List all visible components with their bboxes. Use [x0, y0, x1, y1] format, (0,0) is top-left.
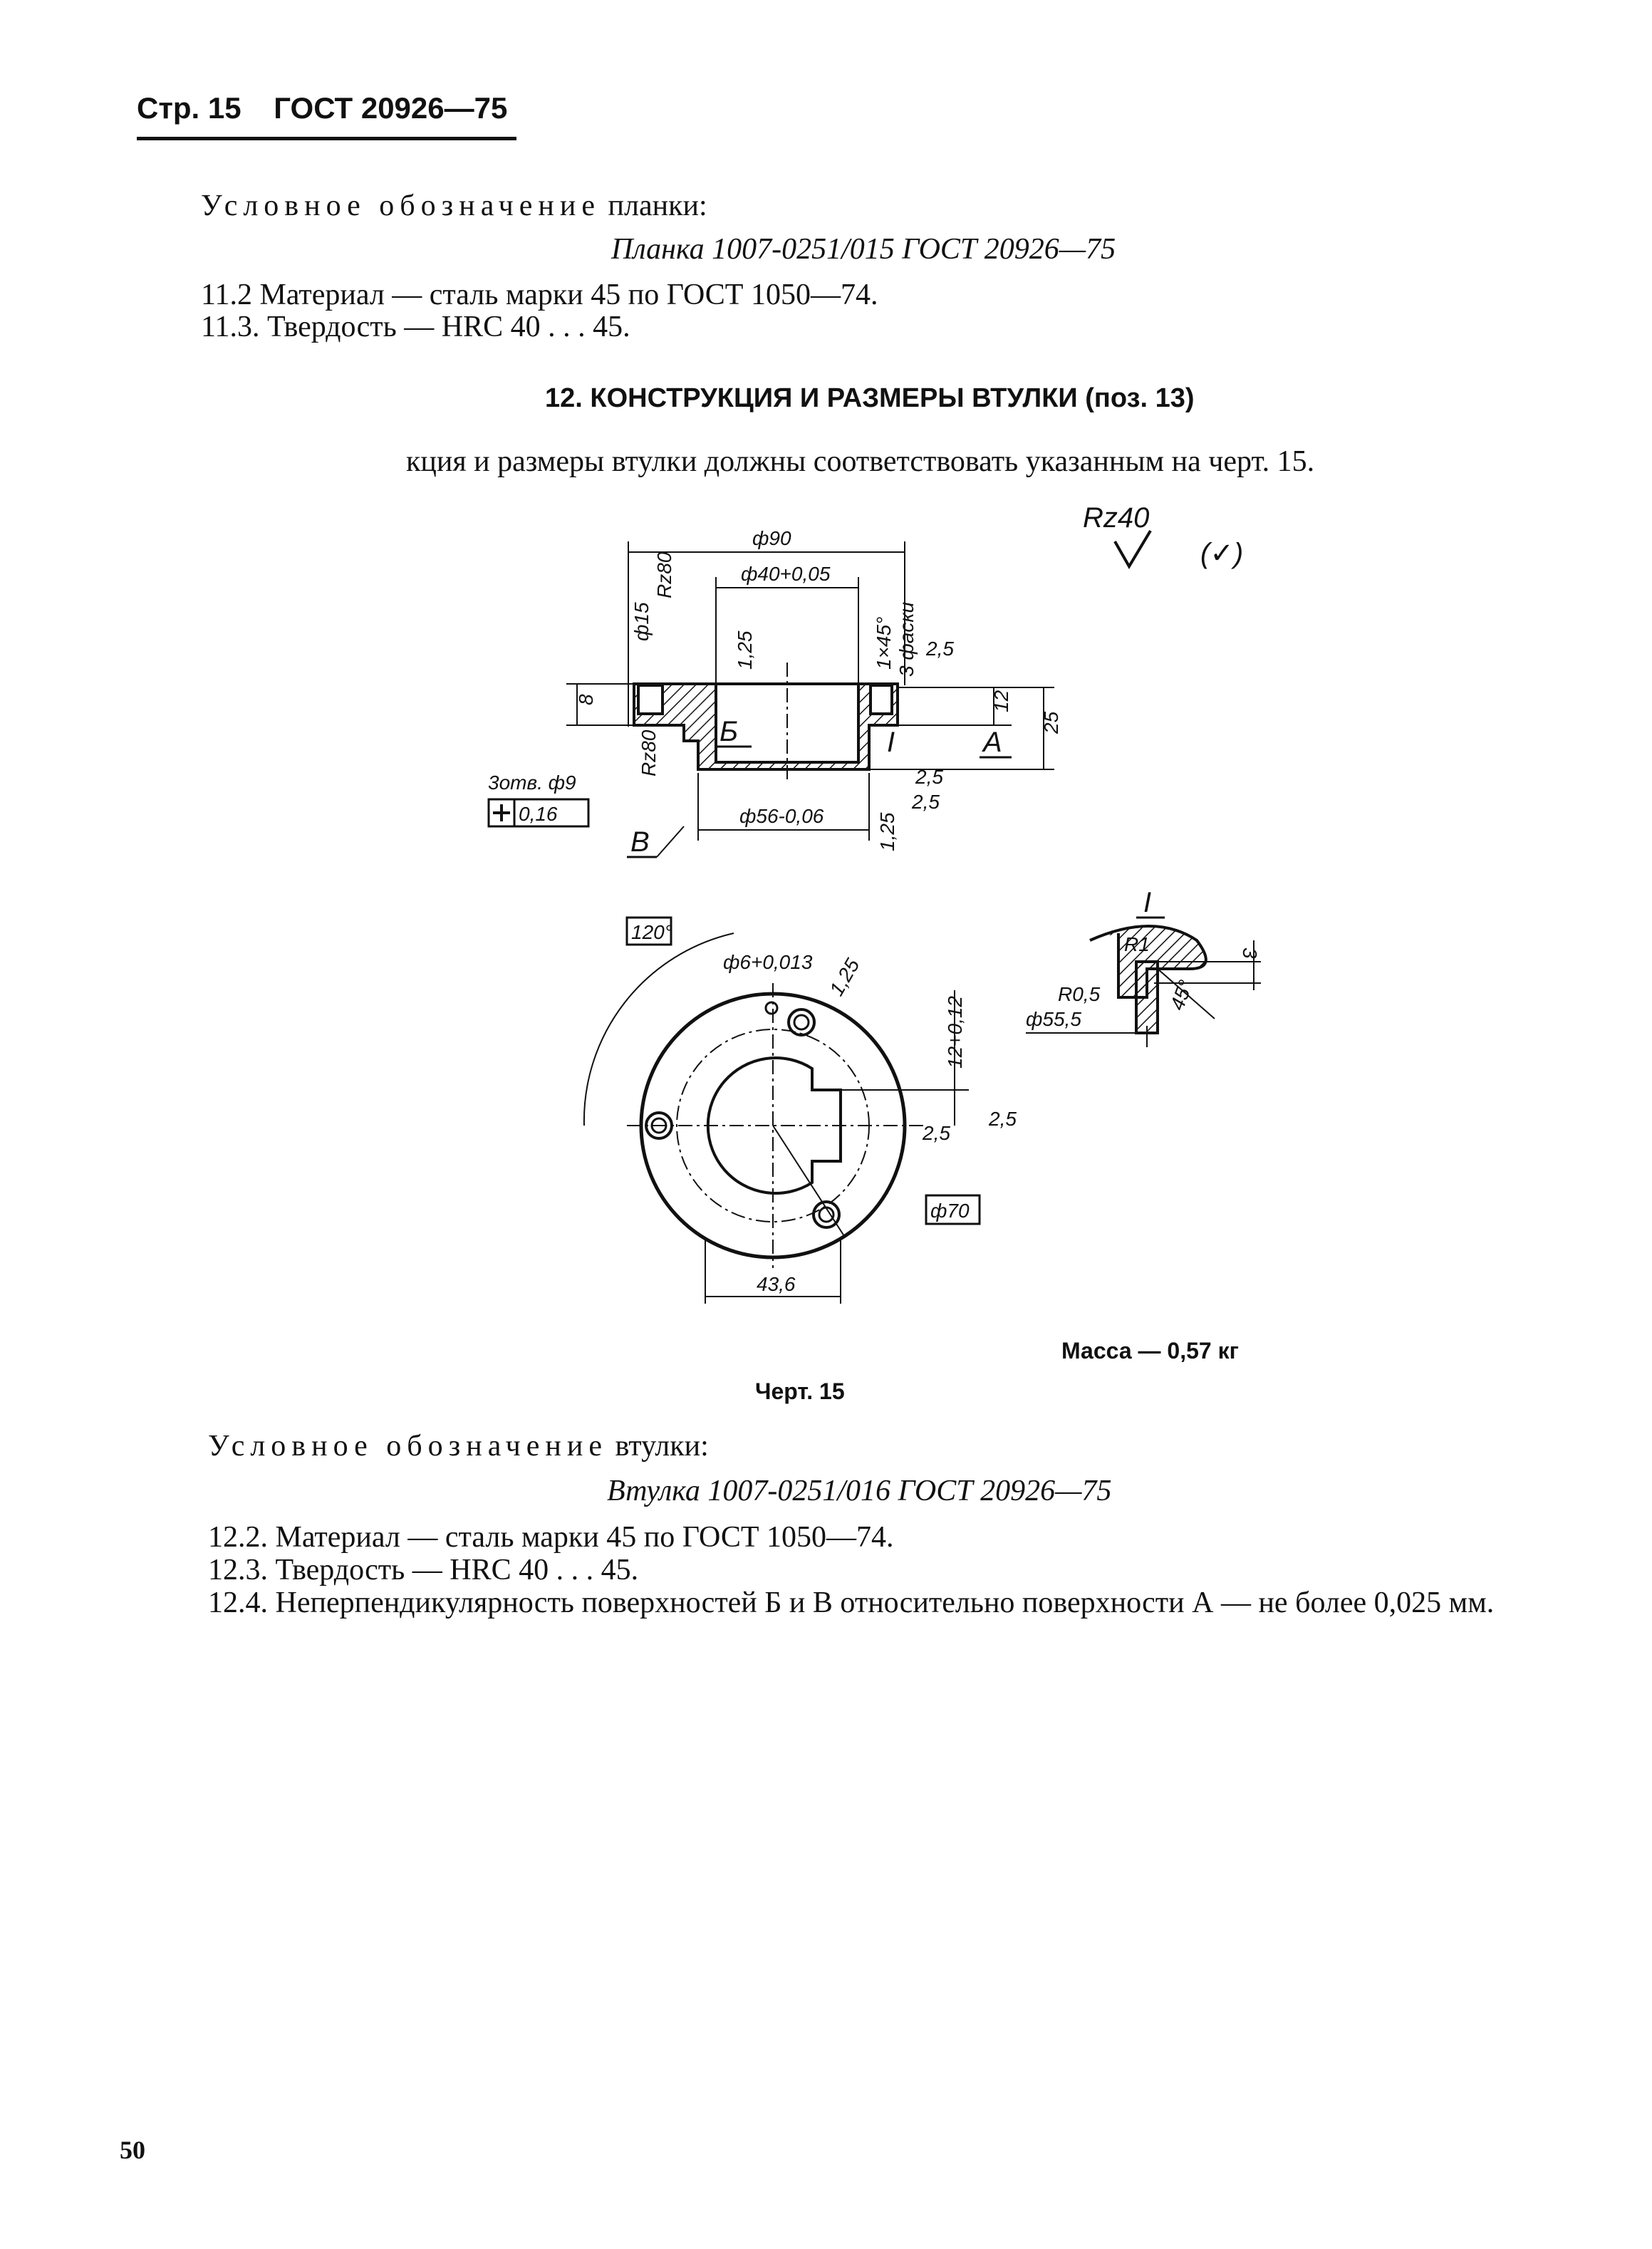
dim-rz80-side: Rz80: [638, 729, 660, 776]
dim-r125-plan: 1,25: [825, 955, 863, 999]
dim-w436: 43,6: [757, 1273, 796, 1295]
designation-example-11: Планка 1007-0251/015 ГОСТ 20926—75: [611, 233, 1116, 266]
base-v: В: [630, 826, 650, 858]
roughness-check-icon: [1113, 529, 1152, 569]
dim-r25-mid: 2,5: [915, 766, 943, 788]
dim-r125: 1,25: [876, 812, 898, 851]
tolerance-frame: [487, 798, 590, 828]
dim-h25: 25: [1040, 711, 1062, 734]
dim-r25-top: 2,5: [925, 638, 954, 660]
dim-chamfer-a: 1,25: [734, 630, 756, 670]
item-12-2: 12.2. Материал — сталь марки 45 по ГОСТ …: [208, 1521, 894, 1554]
angle-frame: [625, 916, 672, 946]
dim-d15: ф15: [630, 602, 653, 641]
dim-r25-plan-b: 2,5: [988, 1108, 1017, 1130]
section-heading-12: 12. КОНСТРУКЦИЯ И РАЗМЕРЫ ВТУЛКИ (поз. 1…: [545, 383, 1195, 413]
roughness-general: Rz40: [1083, 502, 1149, 534]
dim-d555: ф55,5: [1026, 1008, 1081, 1030]
plan-view: [583, 933, 969, 1304]
item-11-3: 11.3. Твердость — HRC 40 . . . 45.: [201, 311, 630, 343]
page-header: Стр. 15 ГОСТ 20926—75: [137, 91, 507, 125]
item-11-2: 11.2 Материал — сталь марки 45 по ГОСТ 1…: [201, 279, 878, 311]
roughness-bracket: (✓): [1200, 538, 1243, 569]
section-intro-12: кция и размеры втулки должны соответство…: [406, 445, 1315, 478]
dim-chamfer-b: 1×45°: [873, 617, 895, 670]
dim-h12-plan: 12+0,12: [944, 996, 966, 1069]
dim-chamfer-c: 3 фаски: [895, 601, 918, 677]
dim-h12: 12: [990, 690, 1012, 712]
position-tolerance-icon: [493, 804, 510, 821]
dim-tol-frame: 0,16: [519, 803, 558, 825]
dim-r25-low: 2,5: [911, 791, 940, 813]
d70-frame: [925, 1194, 981, 1225]
header-rule: [137, 137, 516, 140]
header-page: Стр. 15: [137, 91, 241, 125]
dim-angle120: 120°: [631, 921, 672, 943]
item-12-3: 12.3. Твердость — HRC 40 . . . 45.: [208, 1554, 639, 1586]
dim-d40: ф40+0,05: [741, 563, 831, 585]
item-12-4: 12.4. Неперпендикулярность поверхностей …: [208, 1586, 1495, 1619]
dim-d56: ф56-0,06: [739, 805, 824, 827]
technical-drawing: Rz40 (✓) ф90 ф40+0,05: [487, 502, 1261, 1304]
dim-d90: ф90: [752, 527, 791, 549]
dim-r25-plan-a: 2,5: [922, 1122, 950, 1144]
base-b: Б: [719, 716, 738, 747]
dim-d70: ф70: [930, 1200, 970, 1222]
view-marker-I: I: [887, 727, 895, 758]
dim-rz80-top: Rz80: [653, 551, 675, 598]
dim-d6: ф6+0,013: [723, 951, 813, 973]
dim-r05: R0,5: [1058, 983, 1101, 1005]
mass-label: Масса — 0,57 кг: [1061, 1338, 1239, 1364]
section-view: [566, 541, 1054, 841]
detail-I: [1026, 925, 1261, 1047]
figure-caption: Черт. 15: [755, 1378, 845, 1404]
dim-holes: 3отв. ф9: [488, 772, 576, 794]
designation-label-11: Условное обозначение планки:: [201, 189, 707, 222]
base-a: А: [982, 727, 1002, 758]
dim-r1: R1: [1124, 933, 1150, 955]
detail-label-I: I: [1143, 887, 1151, 918]
designation-example-12: Втулка 1007-0251/016 ГОСТ 20926—75: [607, 1475, 1112, 1507]
designation-label-12: Условное обозначение втулки:: [208, 1430, 709, 1463]
dim-h8: 8: [575, 694, 597, 705]
dim-h3: 3: [1239, 947, 1261, 959]
page-number: 50: [120, 2136, 145, 2164]
header-standard: ГОСТ 20926—75: [274, 91, 508, 125]
